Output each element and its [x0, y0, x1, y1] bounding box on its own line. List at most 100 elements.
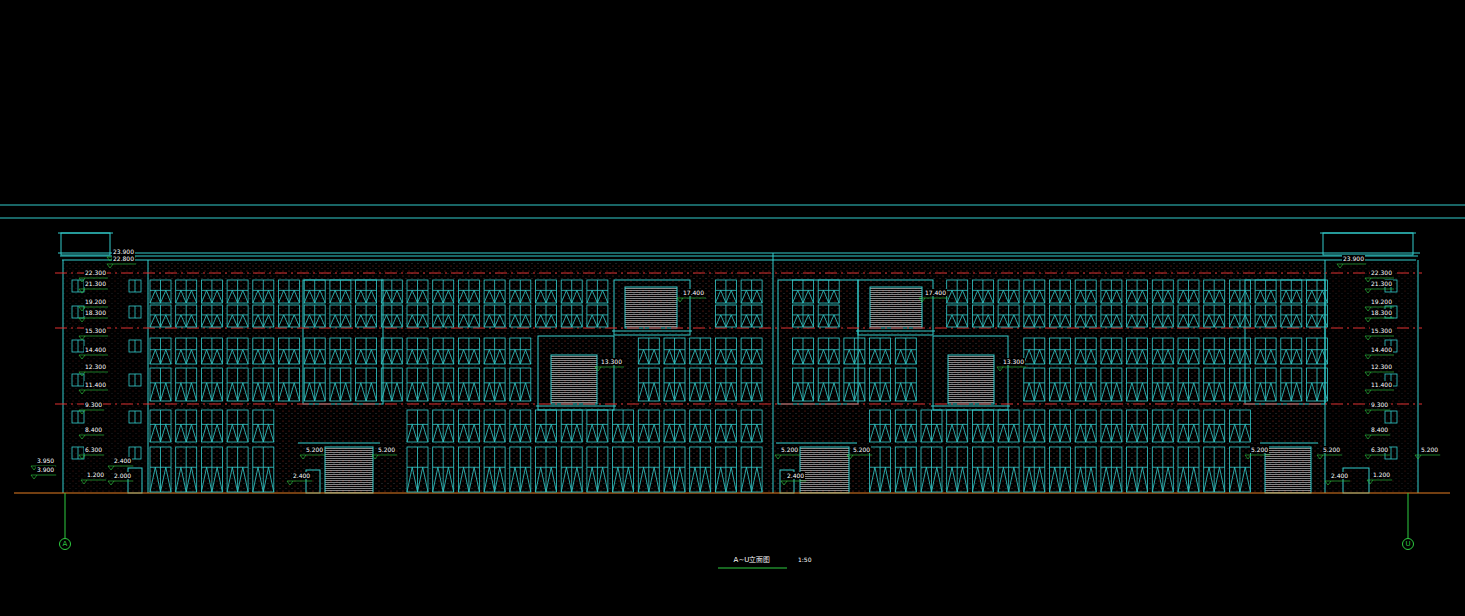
- drawing-line: [366, 280, 367, 303]
- axis-circle: A: [59, 538, 71, 550]
- drawing-line: [314, 305, 315, 327]
- window-opening: [870, 424, 891, 442]
- window-opening: [304, 350, 325, 364]
- window-opening: [536, 315, 557, 327]
- window-opening: [870, 350, 891, 364]
- window-opening: [1204, 290, 1225, 303]
- drawing-line: [520, 305, 521, 327]
- window-opening: [1075, 350, 1096, 364]
- window: [895, 338, 916, 364]
- window-opening: [741, 290, 762, 303]
- elevation-symbol: [108, 466, 133, 470]
- window-opening: [253, 350, 274, 364]
- window: [1152, 410, 1173, 442]
- drawing-line: [340, 368, 341, 401]
- drawing-line: [468, 410, 469, 442]
- window-opening: [458, 424, 479, 442]
- elevation-symbol: [79, 336, 108, 340]
- window: [253, 280, 274, 303]
- drawing-line: [1111, 338, 1112, 364]
- window: [690, 447, 711, 492]
- window-opening: [664, 467, 685, 492]
- window: [561, 447, 582, 492]
- drawing-line: [1307, 314, 1328, 315]
- window-opening: [638, 383, 659, 401]
- window: [201, 305, 222, 327]
- drawing-line: [407, 349, 428, 350]
- window: [72, 306, 84, 318]
- window: [664, 368, 685, 401]
- elevation-symbol: [1317, 455, 1342, 459]
- window-opening: [1152, 350, 1173, 364]
- drawing-line: [1188, 305, 1189, 327]
- drawing-line: [571, 305, 572, 327]
- drawing-line: [536, 467, 557, 468]
- drawing-line: [1127, 382, 1148, 383]
- window: [1050, 368, 1071, 401]
- window-opening: [587, 315, 608, 327]
- window-opening: [715, 383, 736, 401]
- drawing-line: [1162, 447, 1163, 492]
- drawing-line: [725, 280, 726, 303]
- drawing-line: [186, 447, 187, 492]
- window-opening: [587, 290, 608, 303]
- window: [561, 410, 582, 442]
- window-opening: [1050, 383, 1071, 401]
- window-opening: [1075, 383, 1096, 401]
- drawing-line: [1214, 305, 1215, 327]
- drawing-line: [998, 424, 1019, 425]
- window-opening: [1050, 467, 1071, 492]
- window: [330, 338, 351, 364]
- drawing-line: [417, 305, 418, 327]
- window-opening: [947, 467, 968, 492]
- window: [1229, 280, 1250, 303]
- drawing-line: [1111, 447, 1112, 492]
- drawing-line: [648, 368, 649, 401]
- drawing-line: [571, 410, 572, 442]
- window: [356, 280, 377, 303]
- elevation-mark: 11.400: [1370, 381, 1393, 388]
- drawing-line: [279, 349, 300, 350]
- window-opening: [1127, 350, 1148, 364]
- drawing-line: [1034, 280, 1035, 303]
- drawing-line: [381, 382, 402, 383]
- elevation-mark: 5.200: [1420, 446, 1439, 453]
- window-opening: [381, 350, 402, 364]
- drawing-line: [674, 447, 675, 492]
- window: [1127, 305, 1148, 327]
- window-opening: [587, 424, 608, 442]
- window: [1255, 338, 1276, 364]
- drawing-line: [227, 467, 248, 468]
- window-opening: [1127, 383, 1148, 401]
- window: [1050, 447, 1071, 492]
- window: [150, 410, 171, 442]
- window-opening: [1152, 315, 1173, 327]
- window: [536, 280, 557, 303]
- elevation-mark: 2.400: [113, 457, 132, 464]
- drawing-line: [1162, 368, 1163, 401]
- drawing-line: [1255, 290, 1276, 291]
- window-opening: [176, 467, 197, 492]
- elevation-mark: 9.300: [1370, 401, 1389, 408]
- drawing-line: [1060, 305, 1061, 327]
- drawing-line: [340, 305, 341, 327]
- window-opening: [356, 315, 377, 327]
- window-opening: [1229, 290, 1250, 303]
- window-opening: [176, 290, 197, 303]
- drawing-line: [715, 314, 736, 315]
- window: [1178, 305, 1199, 327]
- drawing-line: [751, 305, 752, 327]
- drawing-line: [1101, 467, 1122, 468]
- window: [1178, 338, 1199, 364]
- drawing-line: [690, 424, 711, 425]
- elevation-mark: 11.400: [84, 381, 107, 388]
- elevation-mark: 14.400: [84, 346, 107, 353]
- elevation-symbol: [287, 481, 312, 485]
- window-opening: [1307, 315, 1328, 327]
- window-opening: [1101, 350, 1122, 364]
- drawing-line: [818, 290, 839, 291]
- drawing-line: [1050, 349, 1071, 350]
- window-opening: [484, 350, 505, 364]
- elevation-mark: 13.300: [1002, 358, 1025, 365]
- window: [1127, 368, 1148, 401]
